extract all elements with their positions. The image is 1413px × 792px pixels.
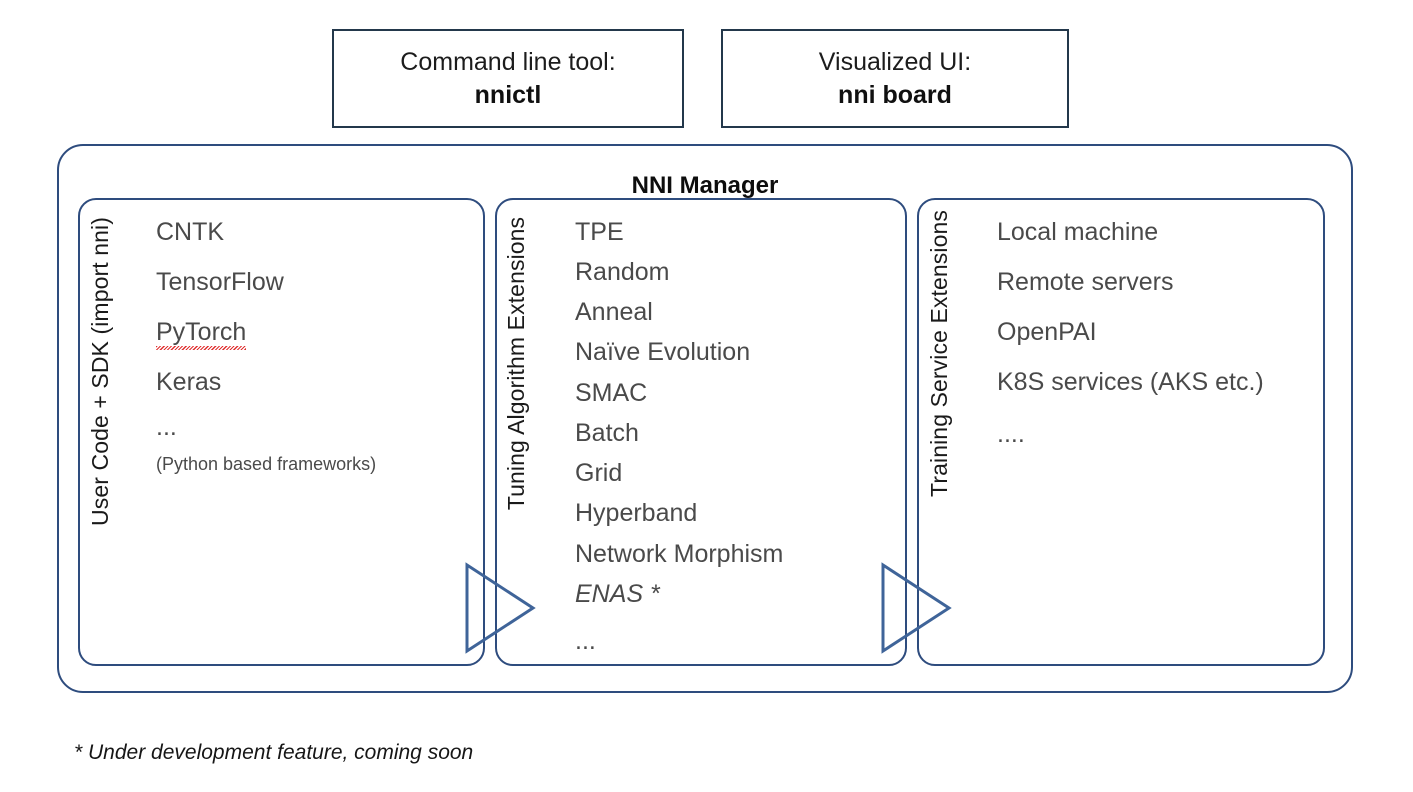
list-item: Grid (575, 459, 623, 487)
command-line-tool-value: nnictl (474, 80, 542, 109)
list-item: K8S services (AKS etc.) (997, 368, 1264, 396)
list-item: OpenPAI (997, 318, 1097, 346)
panel-user-code-side-label: User Code + SDK (import nni) (80, 200, 120, 664)
list-item: Keras (156, 368, 222, 396)
list-item: Random (575, 258, 670, 286)
arrow-tuning-to-training-icon (880, 562, 952, 654)
list-item: TPE (575, 218, 624, 246)
panel-user-code: User Code + SDK (import nni) CNTK TensorF… (78, 198, 485, 666)
panel-tuning-algorithms-side-label-text: Tuning Algorithm Extensions (503, 216, 530, 511)
list-item: .... (997, 420, 1025, 448)
list-item: Batch (575, 419, 639, 447)
list-item: TensorFlow (156, 268, 284, 296)
list-item: ... (156, 413, 177, 441)
list-item: Naïve Evolution (575, 338, 751, 366)
list-item: Local machine (997, 218, 1159, 246)
panel-user-code-side-label-text: User Code + SDK (import nni) (86, 217, 113, 526)
list-item: Hyperband (575, 499, 698, 527)
visualized-ui-box: Visualized UI: nni board (721, 29, 1069, 128)
list-item: Anneal (575, 298, 653, 326)
panel-training-services-side-label-text: Training Service Extensions (925, 210, 952, 497)
panel-training-services: Training Service Extensions Local machin… (917, 198, 1325, 666)
list-item: (Python based frameworks) (156, 454, 377, 474)
list-item: PyTorch (156, 318, 247, 350)
nni-manager-title: NNI Manager (631, 172, 779, 199)
visualized-ui-value: nni board (838, 80, 952, 109)
list-item: ... (575, 627, 596, 655)
arrow-user-to-tuning-icon (464, 562, 536, 654)
list-item: CNTK (156, 218, 225, 246)
footnote: * Under development feature, coming soon (74, 741, 474, 764)
list-item: ENAS * (575, 580, 660, 608)
command-line-tool-box: Command line tool: nnictl (332, 29, 684, 128)
visualized-ui-caption: Visualized UI: (818, 47, 972, 76)
command-line-tool-caption: Command line tool: (400, 47, 616, 76)
list-item: Remote servers (997, 268, 1174, 296)
spellcheck-underline: PyTorch (156, 318, 247, 350)
list-item: Network Morphism (575, 540, 784, 568)
list-item: SMAC (575, 379, 648, 407)
